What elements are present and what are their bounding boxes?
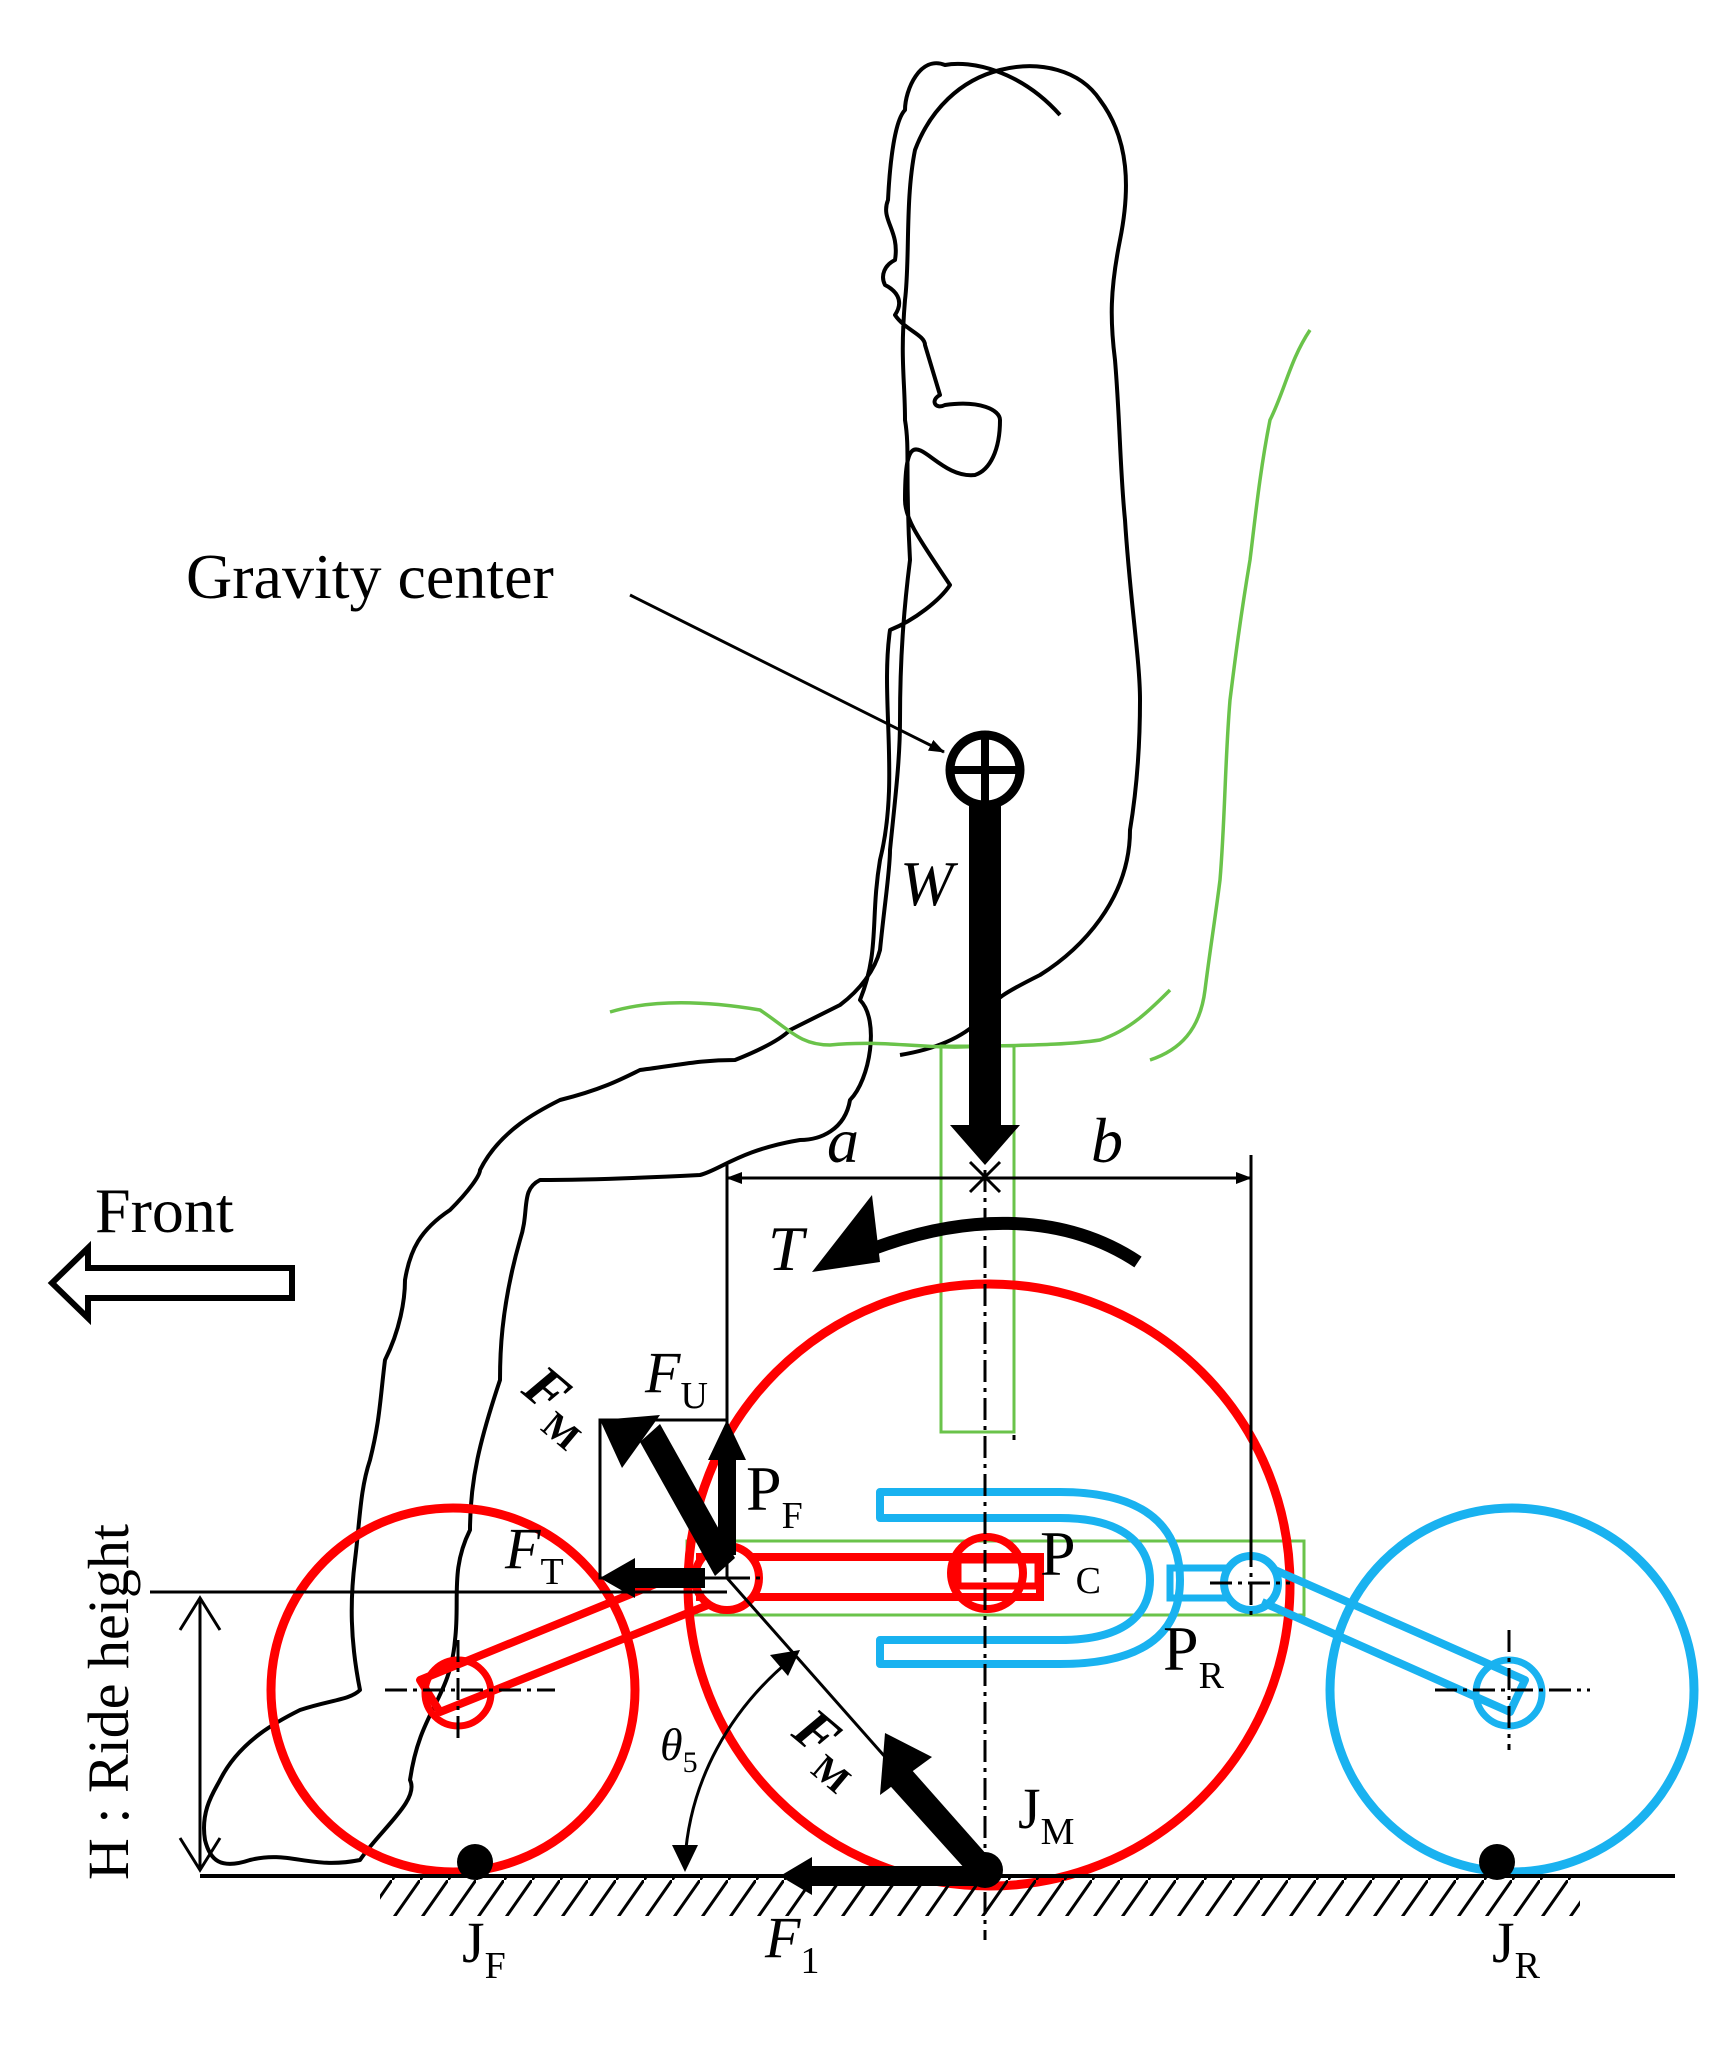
gravity-center-label: Gravity center [186,541,554,612]
jm-main: J [1018,1776,1041,1841]
joint-jf [457,1844,493,1880]
jr-label: JR [1492,1910,1541,1987]
pc-sub: C [1076,1560,1101,1602]
joint-jr [1479,1844,1515,1880]
pr-label: PR [1163,1613,1225,1697]
rear-link-arm [1260,1566,1529,1716]
fu-sub: U [680,1375,707,1417]
pc-main: P [1040,1518,1076,1589]
pr-main: P [1163,1613,1199,1684]
gravity-pointer [629,593,945,754]
fm-lower-arrow-head [880,1733,932,1795]
pf-label: PF [746,1453,803,1537]
ft-label: FT [504,1516,564,1593]
theta5-arc [683,1658,791,1861]
rear-link-yoke [876,1488,1184,1668]
dim-center-tick-2 [968,1160,1002,1194]
fu-arrow-head [708,1420,746,1460]
weight-label: W [900,848,959,919]
f1-arrow-shaft [810,1866,985,1886]
jr-main: J [1492,1910,1515,1975]
pc-slider [954,1556,1042,1590]
f1-arrow-head [780,1857,812,1895]
theta5-arrow-top [770,1650,800,1676]
pr-sub: R [1199,1655,1225,1697]
fm-upper-label: FM [503,1352,610,1460]
joint-pc-circle [947,1533,1027,1613]
pf-sub: F [782,1495,803,1537]
f1-main: F [764,1905,801,1970]
ft-sub: T [540,1551,563,1593]
dim-a-label: a [827,1105,859,1176]
jf-label: JF [462,1910,506,1987]
front-label: Front [95,1175,234,1246]
front-arrow [47,1240,295,1326]
dim-b-label: b [1091,1105,1123,1176]
fu-main: F [644,1340,681,1405]
pc-label: PC [1040,1518,1101,1602]
weight-arrow-shaft [969,805,1001,1135]
fu-label: FU [644,1340,708,1417]
torque-arc [867,1216,1142,1268]
theta5-sub: 5 [683,1746,698,1779]
ride-height-arrow-top [178,1595,222,1631]
f1-sub: 1 [800,1940,819,1982]
theta5-main: θ [660,1719,683,1770]
fm-lower-arrow-shaft [883,1760,995,1880]
theta5-label: θ5 [660,1719,698,1779]
fm-upper-arrow-shaft [640,1424,735,1576]
ft-main: F [504,1516,541,1581]
pf-main: P [746,1453,782,1524]
fu-arrow-shaft [718,1455,736,1555]
jm-label: JM [1018,1776,1074,1853]
front-wheel [266,1503,640,1877]
f1-label: F1 [764,1905,819,1982]
jf-main: J [462,1910,485,1975]
ride-height-label: H : Ride height [76,1524,141,1880]
jr-sub: R [1515,1945,1541,1987]
jm-sub: M [1041,1811,1075,1853]
fm-lower-label: FM [773,1695,880,1803]
jf-sub: F [485,1945,506,1987]
ft-arrow-head [600,1558,635,1598]
torque-arrow-head [812,1195,880,1272]
rear-wheel [1325,1503,1699,1877]
torque-label: T [768,1213,808,1284]
fm-upper-arrow-head [600,1415,660,1468]
seat-cushion [609,988,1172,1049]
occupant-silhouette [202,61,1142,1866]
weight-arrow-head [950,1125,1020,1165]
ride-height-arrow-bottom [178,1837,222,1873]
theta5-arrow-bottom [672,1845,698,1872]
seat-backrest [1149,329,1312,1062]
ft-arrow-shaft [630,1568,705,1588]
